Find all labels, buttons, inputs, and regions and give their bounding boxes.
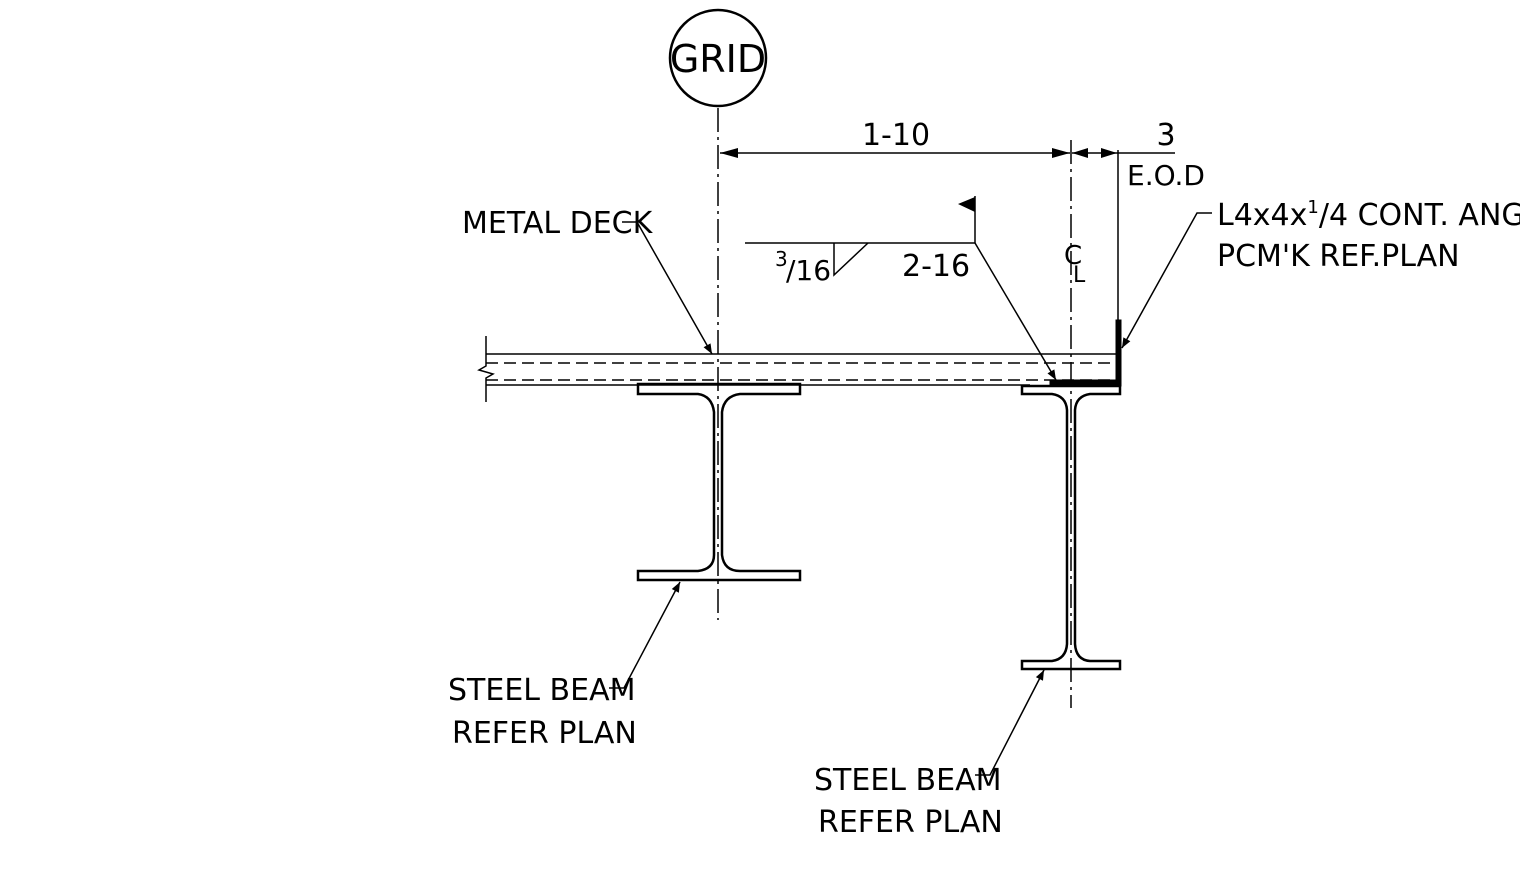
beam-left-label-line2: REFER PLAN [452, 716, 637, 751]
weld-leader-arrow [974, 242, 1057, 381]
dimension-value-edge-offset: 3 [1156, 118, 1175, 153]
beam-right-profile [1020, 384, 1122, 671]
angle-label-line1: L4x4x1/4 CONT. ANGLE [1217, 197, 1520, 233]
continuous-angle [1049, 319, 1122, 387]
dimension-value-grid-to-cl: 1-10 [862, 118, 930, 153]
beam-right-leader [975, 669, 1045, 776]
centerline-symbol-l: L [1073, 263, 1086, 288]
beam-right-label-line2: REFER PLAN [818, 805, 1003, 840]
dimension-arrow-eod-right [1101, 148, 1117, 158]
metal-deck-label: METAL DECK [462, 206, 654, 241]
centerline-symbol: C L [1064, 241, 1086, 288]
metal-deck-leader [622, 221, 713, 355]
fillet-weld-icon [833, 242, 869, 277]
beam-left-label-line1: STEEL BEAM [448, 673, 635, 708]
grid-bubble-circle [668, 8, 768, 108]
weld-symbol: 3 /16 2-16 [745, 196, 1057, 381]
deck-break-line [477, 336, 495, 402]
field-weld-flag-icon [958, 197, 975, 212]
dimension-arrow-left [720, 148, 738, 158]
dimension-arrow-right [1052, 148, 1070, 158]
angle-label-line2: PCM'K REF.PLAN [1217, 239, 1460, 274]
centerline-symbol-c: C [1064, 241, 1082, 271]
beam-right-label-line1: STEEL BEAM [814, 763, 1001, 798]
angle-leader [1121, 212, 1212, 349]
steel-beam-right [1020, 384, 1122, 671]
grid-bubble-label: GRID [670, 37, 766, 81]
callout-steel-beam-right: STEEL BEAM REFER PLAN [814, 669, 1045, 840]
beam-left-profile [636, 382, 802, 582]
beam-left-leader [609, 581, 681, 689]
dimension-arrow-eod-left [1072, 148, 1088, 158]
callout-metal-deck: METAL DECK [462, 206, 713, 355]
dimension-note-eod: E.O.D [1127, 159, 1205, 192]
callout-continuous-angle: L4x4x1/4 CONT. ANGLE PCM'K REF.PLAN [1121, 197, 1520, 349]
dimension-edge-offset: 3 E.O.D [1072, 118, 1205, 192]
grid-bubble: GRID [668, 8, 768, 108]
weld-length-pitch: 2-16 [902, 249, 970, 284]
weld-size-numerator: 3 [775, 247, 788, 271]
steel-beam-left [636, 382, 802, 582]
callout-steel-beam-left: STEEL BEAM REFER PLAN [448, 581, 681, 751]
weld-size-denominator: /16 [786, 254, 831, 287]
dimension-grid-to-centerline: 1-10 [720, 118, 1070, 158]
